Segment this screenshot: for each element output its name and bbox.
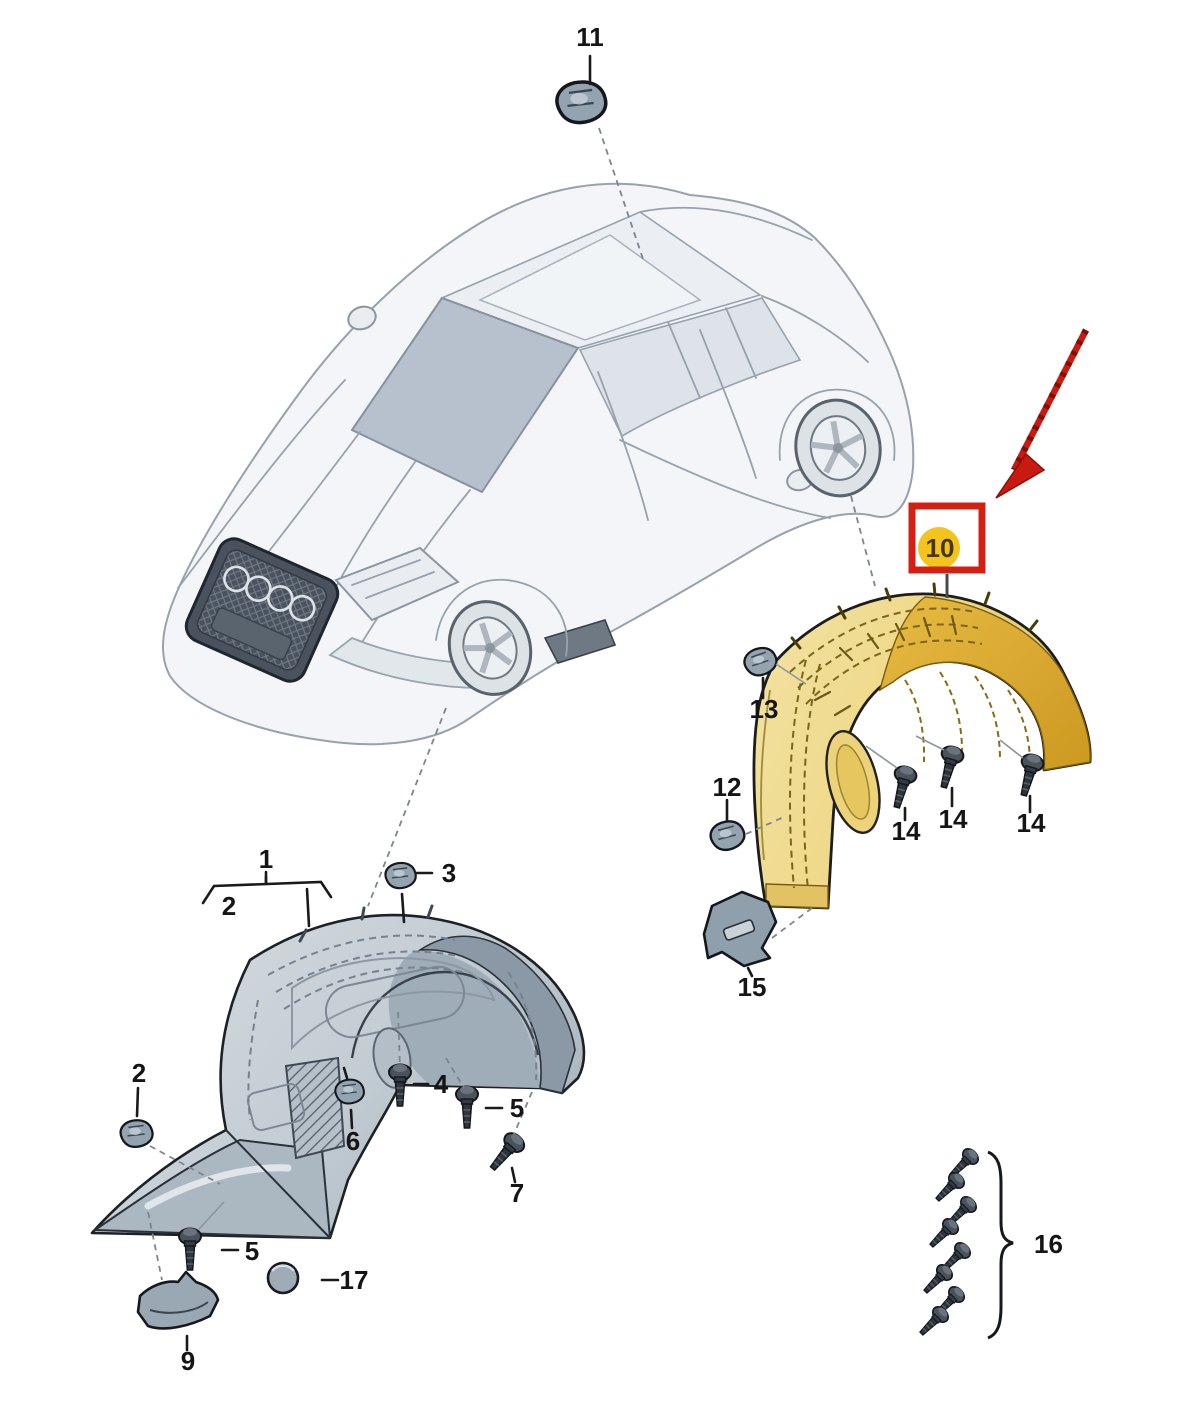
clip-11 — [555, 80, 608, 125]
part-label-2-clip: 2 — [132, 1058, 146, 1088]
part-label-14-left: 14 — [892, 816, 921, 846]
part-label-9: 9 — [181, 1346, 195, 1376]
part-label-13: 13 — [750, 694, 779, 724]
part-label-1: 1 — [259, 844, 273, 874]
car-mirror-left — [347, 305, 377, 331]
car-illustration — [162, 182, 915, 746]
part-label-11: 11 — [576, 22, 604, 52]
part-10-callout-box — [908, 502, 986, 574]
car-front-wheel — [447, 600, 533, 696]
front-liner-inner-edge — [417, 935, 576, 1094]
part-label-17: 17 — [340, 1265, 369, 1295]
part-label-10: 10 — [926, 533, 955, 563]
part-label-16: 16 — [1034, 1229, 1063, 1259]
car-grille — [184, 537, 340, 683]
car-rear-wheel — [794, 398, 882, 498]
rear-wheel-liner-highlighted — [752, 582, 1092, 910]
bracket-9 — [136, 1270, 220, 1330]
part-labels: 11 1 2 3 4 5 6 7 2 5 17 9 12 13 14 14 14… — [132, 22, 1063, 1376]
screw-14-left — [885, 762, 920, 812]
part-10-highlight-circle — [918, 527, 960, 569]
front-liner-vent — [284, 1056, 346, 1160]
front-wheel-liner — [90, 904, 586, 1240]
part-label-2-bracket: 2 — [222, 891, 236, 921]
screw-14-right — [1012, 750, 1047, 800]
car-headlight — [334, 546, 460, 622]
screw-5-lower — [178, 1227, 202, 1271]
part-label-3: 3 — [442, 858, 456, 888]
car-windshield — [350, 296, 580, 494]
rear-liner-inner-wall — [878, 596, 1091, 771]
screw-16-stack — [914, 1144, 983, 1341]
leader-clip11 — [598, 127, 645, 263]
part-label-6: 6 — [346, 1126, 360, 1156]
part-10-callout: 10 — [908, 502, 986, 598]
clip-3 — [384, 861, 417, 890]
clip-2 — [119, 1119, 154, 1148]
screw-7 — [483, 1128, 529, 1177]
car-side-glass — [578, 297, 802, 438]
red-arrow — [995, 328, 1089, 499]
car-fog-slot — [543, 619, 617, 664]
screw-5-upper — [455, 1085, 479, 1129]
clip-6 — [334, 1078, 365, 1105]
cap-17 — [266, 1261, 300, 1295]
leader-rear-liner — [850, 495, 876, 587]
audi-rings-icon — [223, 565, 316, 622]
screw-14-mid — [932, 742, 967, 792]
clip-12 — [707, 818, 748, 853]
part-label-14-mid: 14 — [939, 804, 968, 834]
part-label-15: 15 — [738, 972, 767, 1002]
thin-leaders — [147, 663, 1024, 1281]
part-label-7: 7 — [510, 1178, 524, 1208]
leader-front-liner — [367, 707, 447, 907]
part-label-12: 12 — [713, 772, 742, 802]
part-label-5-upper: 5 — [510, 1093, 524, 1123]
brace-16 — [987, 1150, 1014, 1340]
front-liner-inner-wall — [388, 950, 540, 1088]
bracket-1-2 — [201, 875, 333, 905]
connector-lines — [135, 54, 1032, 1352]
part-label-14-right: 14 — [1017, 808, 1046, 838]
part-label-4: 4 — [434, 1069, 449, 1099]
car-sunroof — [478, 234, 702, 341]
part-label-5-lower: 5 — [245, 1236, 259, 1266]
